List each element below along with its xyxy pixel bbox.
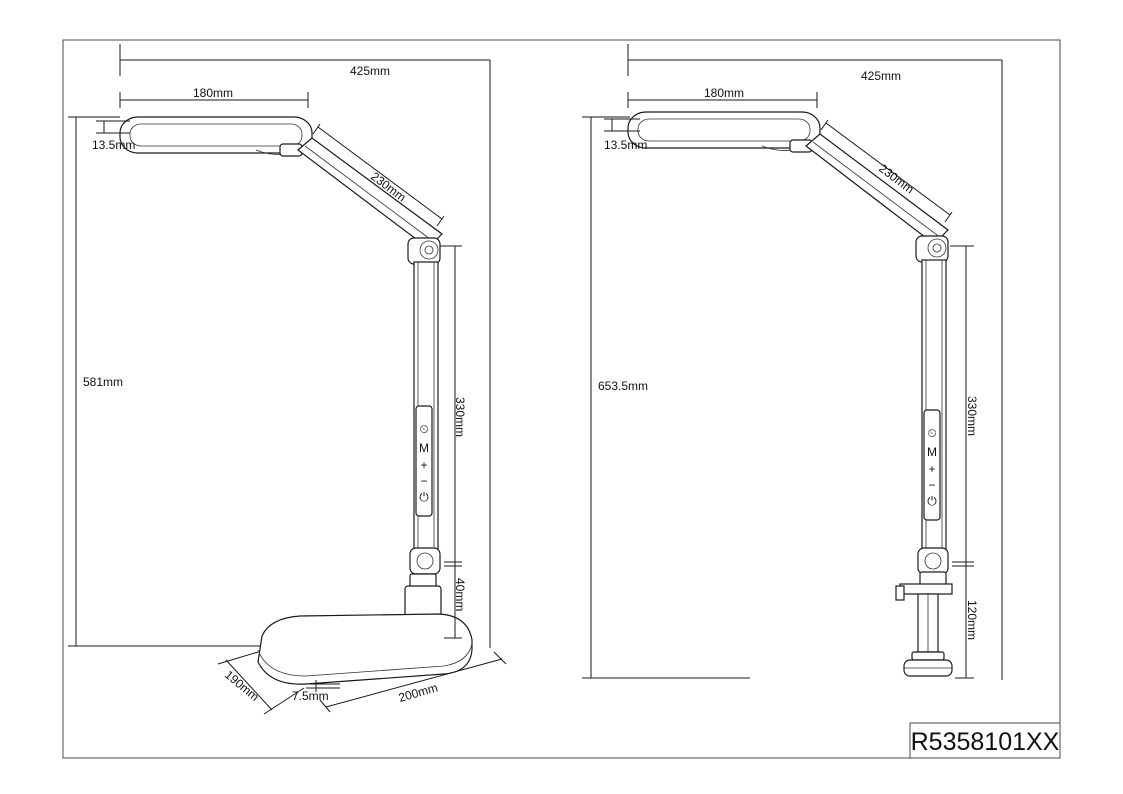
- control-button-power-icon-right: ⏻: [927, 494, 937, 508]
- dim-neck-left-label: 40mm: [453, 578, 467, 611]
- control-button-minus-right: −: [928, 478, 935, 492]
- dim-total-height-left: 581mm: [68, 116, 260, 647]
- control-panel: ⏲ M + − ⏻: [415, 405, 433, 517]
- dim-head-thickness-left-label: 13.5mm: [92, 138, 135, 152]
- dim-base-depth-left-label: 190mm: [222, 668, 262, 704]
- dim-head-thickness-right-label: 13.5mm: [604, 138, 647, 152]
- dim-head-thickness-left: 13.5mm: [92, 120, 135, 152]
- dim-lower-arm-right: 330mm 120mm: [950, 245, 979, 679]
- dim-lower-arm-right-label: 330mm: [965, 396, 979, 436]
- control-button-minus: −: [420, 474, 427, 488]
- right-view: ⏲ M + − ⏻ 425mm: [582, 44, 1003, 680]
- model-code: R5358101XX: [911, 728, 1060, 756]
- control-button-mode: M: [419, 441, 429, 455]
- dim-base-thickness-left-label: 7.5mm: [292, 689, 329, 703]
- bottom-joint: [409, 547, 441, 575]
- dim-base-width-left-label: 200mm: [397, 680, 439, 704]
- dim-head-thickness-right: 13.5mm: [604, 118, 647, 152]
- dim-width-right-label: 425mm: [861, 69, 901, 83]
- upper-arm-right: [805, 133, 949, 245]
- lamp-head: [119, 116, 313, 157]
- dim-lower-arm-left: 330mm 40mm: [440, 245, 467, 639]
- dim-total-height-right: 653.5mm: [582, 116, 750, 679]
- control-button-plus-right: +: [928, 462, 935, 476]
- drawing-frame: [62, 39, 1061, 759]
- title-block: R5358101XX: [909, 722, 1061, 759]
- control-button-timer-icon: ⏲: [419, 422, 428, 436]
- control-button-mode-right: M: [927, 445, 937, 459]
- control-button-plus: +: [420, 458, 427, 472]
- dim-head-width-left: 180mm: [119, 86, 309, 108]
- upper-arm: [297, 137, 443, 249]
- control-panel-right: ⏲ M + − ⏻: [923, 409, 941, 521]
- dim-width-left-label: 425mm: [350, 64, 390, 78]
- lamp-head-right: [627, 111, 821, 153]
- dim-head-width-left-label: 180mm: [193, 86, 233, 100]
- dim-total-height-right-label: 653.5mm: [598, 379, 648, 393]
- dim-lower-arm-left-label: 330mm: [453, 397, 467, 437]
- clamp-assembly: [895, 547, 953, 677]
- dim-width-right: 425mm: [627, 44, 1003, 680]
- lamp-base: [257, 613, 473, 685]
- elbow-joint-right: [915, 235, 949, 263]
- control-button-power-icon: ⏻: [419, 490, 429, 504]
- dim-base-thickness-left: 7.5mm: [292, 680, 340, 703]
- dim-total-height-left-label: 581mm: [83, 375, 123, 389]
- dim-head-width-right-label: 180mm: [704, 86, 744, 100]
- control-button-timer-icon-right: ⏲: [927, 426, 936, 440]
- left-view: ⏲ M + − ⏻ 425mm: [68, 44, 507, 715]
- dim-clamp-right-label: 120mm: [965, 600, 979, 640]
- elbow-joint: [407, 237, 441, 265]
- dim-width-left: 425mm: [119, 44, 491, 648]
- dim-head-width-right: 180mm: [627, 86, 818, 108]
